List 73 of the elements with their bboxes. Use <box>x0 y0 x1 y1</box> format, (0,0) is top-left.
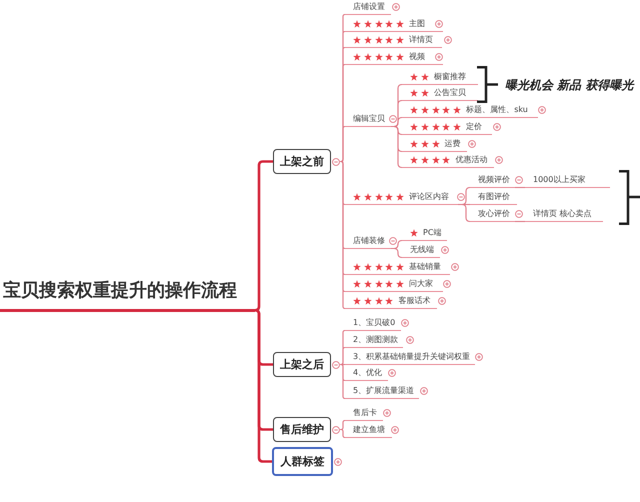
topic-text: 运费 <box>444 140 461 148</box>
subtopic-underline <box>345 316 401 331</box>
branch-line <box>458 204 471 222</box>
topic-text: 标题、属性、sku <box>466 106 528 114</box>
topic-text: 详情页 核心卖点 <box>533 210 592 218</box>
subtopic-underline <box>345 33 442 48</box>
topic-text: 视频 <box>409 53 426 61</box>
branch-line <box>254 308 272 463</box>
topic-text: 2、测图测款 <box>353 336 398 344</box>
branch-line <box>515 186 525 188</box>
main-topic-box: 售后维护 <box>273 417 331 442</box>
subtopic-underline <box>402 86 478 101</box>
topic-text: 橱窗推荐 <box>434 73 466 81</box>
subtopic-underline <box>402 103 538 118</box>
topic-text: 建立鱼塘 <box>353 426 385 434</box>
topic-text: 1000以上买家 <box>533 176 586 184</box>
branch-line <box>515 220 525 222</box>
subtopic-underline <box>345 406 383 421</box>
branch-line <box>340 364 346 400</box>
topic-text: 客服话术 <box>398 297 430 305</box>
topic-text: 基础销量 <box>409 263 442 271</box>
topic-text: 售后卡 <box>353 409 377 417</box>
topic-text: 主图 <box>409 20 426 28</box>
topic-text: 定价 <box>466 123 482 131</box>
subtopic-underline <box>345 333 403 348</box>
subtopic-underline <box>345 0 391 15</box>
topic-text: 问大家 <box>409 280 434 288</box>
branch-line <box>391 126 403 168</box>
topic-text: 详情页 <box>409 36 434 44</box>
subtopic-underline <box>345 366 388 381</box>
topic-text: 评论区内容 <box>409 193 450 201</box>
subtopic-underline <box>470 207 515 222</box>
subtopic-underline <box>345 260 450 275</box>
subtopic-underline <box>402 243 440 258</box>
main-topic-box: 人群标签 <box>272 447 333 476</box>
subtopic-underline <box>345 190 458 205</box>
subtopic-underline <box>525 207 603 222</box>
subtopic-underline <box>345 294 437 309</box>
topic-text: 店铺设置 <box>353 3 385 11</box>
branch-line <box>254 160 273 312</box>
topic-text: 优惠活动 <box>455 156 488 164</box>
subtopic-underline <box>345 384 419 399</box>
topic-text: 店铺装修 <box>353 237 385 245</box>
branch-line <box>340 346 346 366</box>
branch-line <box>340 126 346 162</box>
topic-text: 编辑宝贝 <box>353 115 385 123</box>
branch-line <box>391 248 403 258</box>
subtopic-underline <box>525 173 610 188</box>
subtopic-underline <box>402 226 447 241</box>
topic-text: 有图评价 <box>478 193 510 201</box>
subtopic-underline <box>402 153 494 168</box>
subtopic-underline <box>470 190 517 205</box>
topic-text: 无线端 <box>410 246 434 254</box>
topic-text: 5、扩展流量渠道 <box>353 387 414 395</box>
topic-text: 视频评价 <box>478 176 510 184</box>
branch-line <box>340 420 346 430</box>
subtopic-underline <box>345 277 443 292</box>
topic-text: 攻心评价 <box>478 210 510 218</box>
topic-text: PC端 <box>423 229 442 237</box>
topic-text: 1、宝贝破0 <box>353 319 396 327</box>
topic-text: 公告宝贝 <box>434 89 466 97</box>
subtopic-underline <box>470 173 515 188</box>
branch-line <box>340 428 346 438</box>
subtopic-underline <box>345 350 475 365</box>
topic-text: 4、优化 <box>353 369 382 377</box>
subtopic-underline <box>402 120 492 135</box>
subtopic-underline <box>402 70 478 85</box>
topic-text: 3、积累基础销量提升关键词权重 <box>353 353 470 361</box>
subtopic-underline <box>402 137 467 152</box>
bracket-label: 曝光机会 新品 获得曝光 <box>505 78 634 92</box>
central-topic: 宝贝搜索权重提升的操作流程 <box>0 277 255 312</box>
main-topic-box: 上架之前 <box>273 149 331 174</box>
main-topic-box: 上架之后 <box>273 352 331 377</box>
